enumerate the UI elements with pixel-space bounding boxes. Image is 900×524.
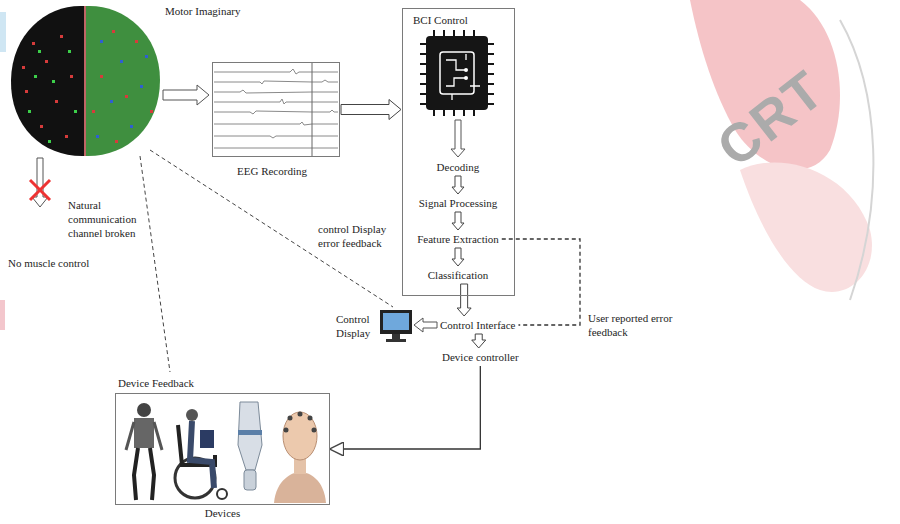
- device-pictures: [126, 402, 326, 503]
- eeg-trace: [214, 99, 338, 104]
- devices-panel: Devices: [115, 393, 330, 505]
- eeg-trace: [214, 80, 338, 84]
- monitor-stand: [392, 334, 400, 339]
- signal-arrow: [163, 85, 209, 105]
- eeg-trace: [214, 69, 338, 74]
- exoskeleton-torso: [134, 418, 154, 448]
- node-caption: EEG Recording: [237, 164, 307, 178]
- brain-dots: [96, 40, 148, 138]
- eeg-trace: [214, 110, 338, 114]
- node-text: Signal Processing: [419, 196, 498, 210]
- wheelchair-wheel: [217, 489, 227, 499]
- brain-dots: [28, 50, 77, 143]
- brain-dots: [22, 35, 73, 138]
- feedback-leader: [140, 156, 170, 372]
- head-shoulders: [274, 472, 326, 503]
- monitor-base: [386, 339, 406, 342]
- watermark: CRT: [706, 58, 835, 177]
- brain-midline: [84, 6, 86, 156]
- red-cross: [30, 180, 50, 200]
- flow-arrow: [472, 334, 486, 348]
- flow-arrow: [452, 212, 464, 230]
- node-text: Decoding: [437, 160, 480, 174]
- node-text: Control Interface: [440, 318, 515, 332]
- eeg-trace: [214, 122, 338, 125]
- feedback-label: control Display error feedback: [318, 222, 398, 250]
- feedback-label: Device Feedback: [118, 376, 194, 390]
- red-cross: [30, 180, 50, 200]
- head-electrodes: [284, 412, 317, 433]
- brain-right-hemisphere: [86, 6, 160, 156]
- display-label: Control Display: [336, 312, 378, 340]
- prosthetic-hand: [244, 470, 256, 490]
- wheelchair-user: [186, 409, 198, 421]
- eeg-trace: [214, 148, 338, 149]
- watermark-edge: [0, 300, 5, 330]
- eeg-panel: EEG Recording: [212, 62, 340, 157]
- figure-label: Motor Imaginary: [165, 4, 240, 18]
- watermark-shapes: [0, 0, 873, 330]
- chip-icon: [420, 30, 494, 116]
- display-arrow: [414, 318, 437, 332]
- wheelchair-device: [200, 430, 214, 448]
- chip-circuit: [464, 68, 468, 72]
- monitor-frame: [380, 310, 412, 334]
- controller-step: Device controller: [442, 350, 519, 364]
- monitor-icon: [380, 310, 412, 342]
- brain-left-hemisphere: [11, 6, 84, 156]
- brain-dots: [92, 30, 153, 143]
- watermark-blob: [740, 163, 872, 292]
- chip-circuit: [464, 76, 468, 80]
- process-step: Classification: [428, 268, 489, 282]
- process-step: Signal Processing: [419, 196, 498, 210]
- eeg-traces: [214, 63, 338, 156]
- watermark-arc: [840, 20, 873, 300]
- chip-circuit: [446, 54, 480, 100]
- node-caption: Devices: [205, 506, 240, 520]
- interface-step: Control Interface: [440, 318, 515, 332]
- wheelchair-user: [190, 421, 214, 488]
- chip-core: [440, 52, 474, 94]
- monitor-screen: [383, 313, 409, 330]
- chip-body: [426, 36, 488, 110]
- node-text: Device controller: [442, 350, 519, 364]
- node-text: Feature Extraction: [417, 232, 499, 246]
- eeg-trace: [214, 136, 338, 138]
- status-note: No muscle control: [8, 256, 89, 270]
- exoskeleton-legs: [134, 448, 154, 500]
- brain-illustration: [11, 6, 160, 156]
- prosthetic-band: [238, 430, 262, 435]
- eeg-divider: [312, 63, 313, 156]
- watermark-edge: [0, 12, 6, 52]
- flow-arrow: [452, 176, 464, 194]
- flow-arrow: [452, 248, 464, 266]
- feedback-line: [502, 239, 580, 325]
- exoskeleton-arms: [126, 422, 162, 450]
- flow-arrow: [457, 284, 471, 316]
- bci-control-box: BCI ControlDecodingSignal ProcessingFeat…: [402, 8, 515, 296]
- chip-arrow: [451, 120, 465, 157]
- flow-arrow: [331, 366, 480, 449]
- eeg-trace: [214, 90, 338, 93]
- prosthetic-arm: [238, 402, 262, 470]
- chip-pins: [420, 30, 494, 116]
- status-note: Natural communication channel broken: [68, 198, 146, 240]
- process-step: Decoding: [437, 160, 480, 174]
- head-face: [283, 412, 317, 460]
- node-text: BCI Control: [413, 13, 468, 27]
- process-step: Feature Extraction: [417, 232, 499, 246]
- node-text: Classification: [428, 268, 489, 282]
- broken-channel: [30, 158, 50, 207]
- exoskeleton-head: [137, 403, 151, 417]
- edge-label: User reported error feedback: [588, 311, 688, 339]
- flow-arrow: [341, 100, 401, 120]
